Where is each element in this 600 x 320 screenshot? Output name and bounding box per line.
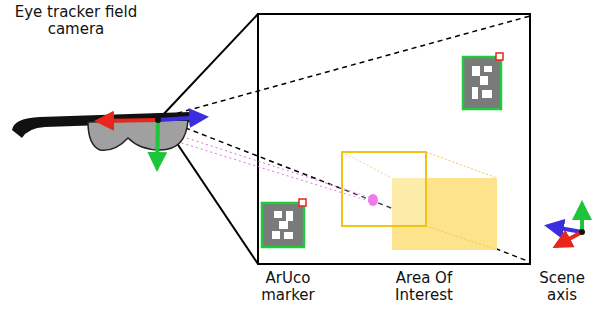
axis-label: Scene axis bbox=[531, 270, 593, 305]
aoi-link bbox=[426, 226, 497, 250]
glasses-lens bbox=[88, 120, 188, 150]
axis-origin bbox=[579, 229, 585, 235]
camera-label: Eye tracker field camera bbox=[11, 4, 141, 39]
image-plane bbox=[258, 14, 530, 264]
gaze-point bbox=[368, 194, 378, 206]
marker-label: ArUco marker bbox=[252, 270, 324, 305]
scene-axis bbox=[548, 204, 585, 246]
aoi-label: Area Of Interest bbox=[384, 270, 464, 305]
axis-arrow bbox=[556, 232, 582, 246]
eye-tracker-glasses bbox=[12, 112, 205, 168]
axis-arrow bbox=[98, 120, 158, 121]
frustum-edge bbox=[160, 14, 258, 118]
aoi-link bbox=[426, 152, 497, 178]
frustum-edge bbox=[160, 16, 530, 118]
axis-origin bbox=[155, 117, 161, 123]
area-of-interest bbox=[342, 152, 497, 250]
axis-arrow bbox=[158, 117, 205, 120]
axis-arrow bbox=[548, 226, 582, 232]
axis-arrow bbox=[580, 204, 584, 232]
aruco-marker bbox=[463, 53, 503, 109]
frustum-edge bbox=[160, 118, 530, 262]
axis-arrow bbox=[157, 120, 158, 168]
camera-frustum bbox=[160, 14, 530, 264]
aruco-marker bbox=[262, 199, 306, 247]
aoi-rectangle bbox=[342, 152, 426, 226]
